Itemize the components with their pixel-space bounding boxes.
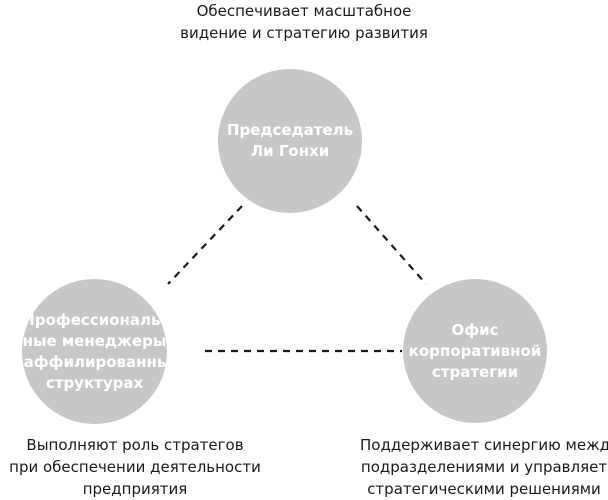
node-label-line: Ли Гонхи <box>250 142 330 160</box>
caption-line: Выполняют роль стратегов <box>26 436 244 454</box>
node-label-line: стратегии <box>431 362 519 381</box>
caption-office: Поддерживает синергию между подразделени… <box>360 434 608 500</box>
caption-line: подразделениями и управляет <box>360 458 608 476</box>
caption-line: Обеспечивает масштабное <box>196 2 412 20</box>
connector-chairman-managers <box>167 205 243 285</box>
caption-line: Поддерживает синергию между <box>360 436 608 454</box>
node-chairman: Председатель Ли Гонхи <box>218 69 362 213</box>
caption-line: предприятия <box>82 480 188 498</box>
caption-line: видение и стратегию развития <box>180 24 428 42</box>
connector-chairman-office <box>356 205 427 285</box>
caption-line: стратегическими решениями <box>367 480 601 498</box>
node-label-line: ные менеджеры <box>22 331 167 350</box>
node-office-label: Офис корпоративной стратегии <box>409 320 542 383</box>
node-office: Офис корпоративной стратегии <box>403 279 547 423</box>
caption-managers: Выполняют роль стратегов при обеспечении… <box>0 434 270 500</box>
node-label-line: в аффилированных <box>8 352 181 371</box>
node-label-line: структурах <box>45 373 144 392</box>
node-managers: Профессиональ- ные менеджеры в аффилиров… <box>9 279 180 424</box>
node-chairman-label: Председатель Ли Гонхи <box>227 120 353 162</box>
node-label-line: Офис <box>451 320 499 339</box>
node-label-line: корпоративной <box>408 341 542 360</box>
caption-chairman: Обеспечивает масштабное видение и страте… <box>178 0 430 44</box>
node-managers-label: Профессиональ- ные менеджеры в аффилиров… <box>9 310 180 394</box>
node-label-line: Председатель <box>226 121 354 139</box>
caption-line: при обеспечении деятельности <box>9 458 261 476</box>
node-label-line: Профессиональ- <box>22 310 167 329</box>
